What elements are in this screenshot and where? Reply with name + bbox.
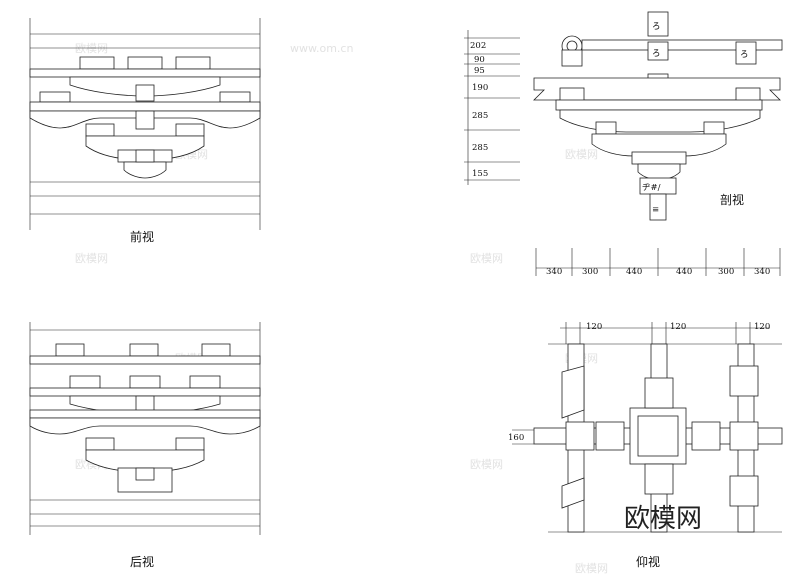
section-dim-label: 190 (472, 83, 488, 93)
section-dim-label: 95 (474, 66, 485, 76)
watermark-label: 欧模网 (565, 148, 598, 161)
section-dim-label: 202 (470, 41, 486, 51)
bottom-side-dim-label: 160 (508, 433, 524, 443)
svg-text:ヂ#/: ヂ#/ (642, 183, 661, 193)
section-hdim-label: 300 (718, 267, 734, 277)
bottom-dim-label: 120 (586, 322, 602, 332)
svg-text:ろ: ろ (652, 49, 661, 59)
section-hdim-label: 340 (546, 267, 562, 277)
section-view-caption: 剖视 (720, 192, 744, 207)
bottom-view-caption: 仰视 (636, 554, 660, 569)
bottom-dim-label: 120 (754, 322, 770, 332)
watermark-label: 欧模网 (75, 252, 108, 265)
watermark-label: 欧模网 (575, 562, 608, 575)
watermark-layer: 欧模网 www.om.cn 欧模网 欧模网 欧模网 欧模网 欧模网 欧模网 欧模… (75, 42, 608, 575)
section-hdim-label: 340 (754, 267, 770, 277)
svg-text:ろ: ろ (740, 50, 749, 60)
back-view-caption: 后视 (130, 554, 154, 569)
front-view-caption: 前视 (130, 229, 154, 244)
section-dim-label: 285 (472, 143, 488, 153)
section-dim-label: 90 (474, 55, 485, 65)
section-view: 202 90 95 190 285 285 155 ろ ろ ろ ろ ろ (464, 11, 783, 277)
svg-text:ろ: ろ (652, 22, 661, 32)
section-vertical-dimensions: 202 90 95 190 285 285 155 (464, 37, 520, 181)
watermark-label: 欧模网 (470, 458, 503, 471)
brand-watermark: 欧模网 (624, 504, 702, 534)
section-dim-label: 155 (472, 169, 488, 179)
watermark-label: 欧模网 (470, 252, 503, 265)
watermark-label: 欧模网 (75, 42, 108, 55)
bottom-top-dimensions: 120 120 120 (560, 322, 770, 344)
section-hdim-label: 440 (626, 267, 642, 277)
back-view: 后视 (29, 322, 261, 569)
front-view: 前视 (29, 18, 261, 244)
section-dim-label: 285 (472, 111, 488, 121)
section-horizontal-dimensions: 340 300 440 440 300 340 (535, 248, 781, 277)
section-hdim-label: 440 (676, 267, 692, 277)
watermark-url: www.om.cn (290, 42, 353, 55)
bottom-dim-label: 120 (670, 322, 686, 332)
bottom-view: 120 120 120 160 欧模网 仰视 (508, 322, 783, 569)
section-hdim-label: 300 (582, 267, 598, 277)
svg-text:≡: ≡ (652, 205, 659, 215)
